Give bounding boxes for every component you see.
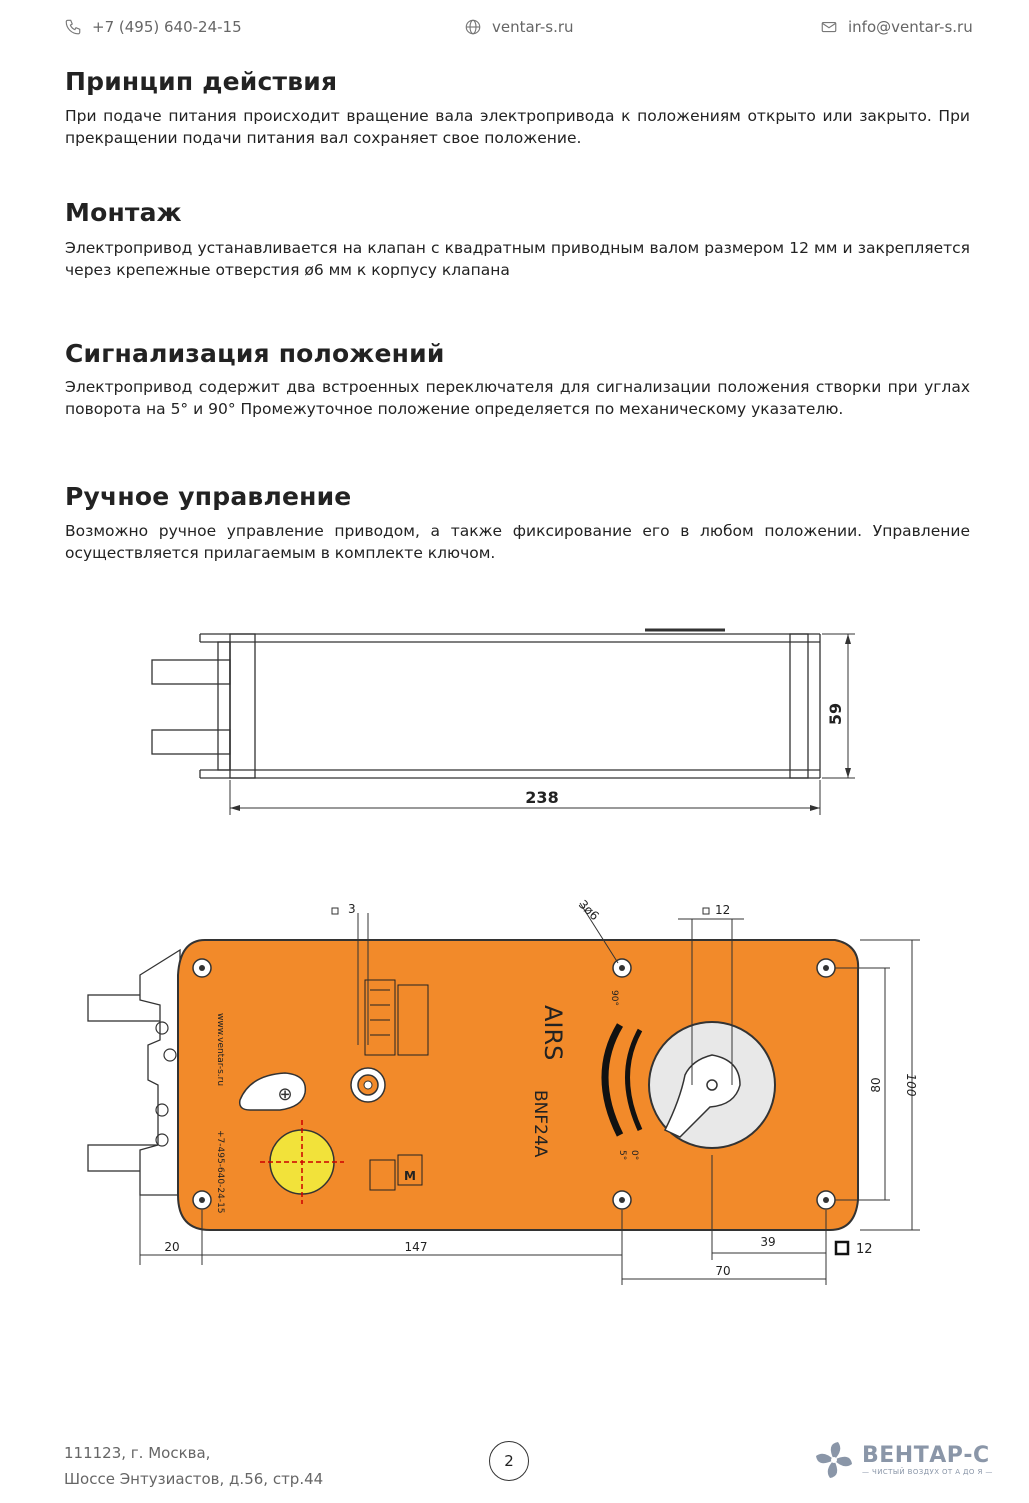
address-line-1: 111123, г. Москва, bbox=[64, 1444, 211, 1462]
address-line-2: Шоссе Энтузиастов, д.56, стр.44 bbox=[64, 1470, 324, 1488]
mounting-bracket bbox=[139, 948, 181, 1196]
motor-symbol: M bbox=[404, 1169, 416, 1183]
dim-holes: 3ø6 bbox=[576, 897, 602, 923]
mail-icon bbox=[821, 21, 837, 33]
dim-39: 39 bbox=[760, 1235, 775, 1249]
header-phone[interactable]: +7 (495) 640-24-15 bbox=[64, 18, 242, 36]
dim-height-59: 59 bbox=[826, 703, 845, 725]
dim-70: 70 bbox=[715, 1264, 730, 1278]
footer-address: 111123, г. Москва, Шоссе Энтузиастов, д.… bbox=[64, 1440, 323, 1492]
angle-5-label: 5° bbox=[617, 1150, 627, 1160]
header-email[interactable]: info@ventar-s.ru bbox=[820, 18, 973, 36]
dim-12-side: 12 bbox=[856, 1242, 873, 1257]
fan-icon bbox=[816, 1442, 852, 1478]
scale-arc-outer bbox=[601, 1023, 624, 1137]
body-phone-label: +7-495-640-24-15 bbox=[215, 1130, 225, 1214]
angle-90-label: 90° bbox=[609, 990, 619, 1006]
side-view-drawing: 59 238 bbox=[151, 628, 855, 815]
dim-100: 100 bbox=[904, 1074, 918, 1097]
body-website-label: www.ventar-s.ru bbox=[215, 1013, 225, 1086]
section-text-signaling: Электропривод содержит два встроенных пе… bbox=[65, 378, 970, 418]
section-title-manual: Ручное управление bbox=[65, 482, 352, 511]
dim-147: 147 bbox=[405, 1240, 428, 1254]
company-logo: ВЕНТАР-С — ЧИСТЫЙ ВОЗДУХ ОТ А ДО Я — bbox=[812, 1440, 993, 1480]
phone-text: +7 (495) 640-24-15 bbox=[92, 18, 242, 36]
dim-12-top: 12 bbox=[715, 903, 730, 917]
section-text-operation: При подаче питания происходит вращение в… bbox=[65, 107, 970, 147]
bracket-hole-icon bbox=[155, 1103, 169, 1117]
globe-icon bbox=[465, 19, 481, 35]
section-text-manual: Возможно ручное управление приводом, а т… bbox=[65, 522, 970, 562]
email-text: info@ventar-s.ru bbox=[848, 18, 973, 36]
bracket-hole-icon bbox=[155, 1021, 169, 1035]
bracket-hole-icon bbox=[155, 1133, 169, 1147]
page-header: +7 (495) 640-24-15 ventar-s.ru info@vent… bbox=[64, 18, 973, 40]
section-title-mounting: Монтаж bbox=[65, 198, 182, 227]
website-text: ventar-s.ru bbox=[492, 18, 574, 36]
bracket-hole-icon bbox=[163, 1048, 177, 1062]
plus-icon: ⊕ bbox=[277, 1084, 292, 1105]
top-view-drawing: www.ventar-s.ru +7-495-640-24-15 M ⊕ AIR… bbox=[87, 897, 920, 1285]
scale-arc-inner bbox=[625, 1028, 643, 1132]
section-title-operation: Принцип действия bbox=[65, 67, 338, 96]
section-text-mounting: Электропривод устанавливается на клапан … bbox=[65, 239, 970, 279]
dim-length-238: 238 bbox=[525, 788, 558, 807]
dim-20: 20 bbox=[164, 1240, 179, 1254]
dim-80: 80 bbox=[869, 1077, 883, 1092]
brand-label: AIRS bbox=[539, 1005, 567, 1060]
model-label: BNF24A bbox=[530, 1090, 550, 1158]
position-indicator bbox=[663, 1054, 741, 1138]
header-website[interactable]: ventar-s.ru bbox=[464, 18, 574, 36]
dim-3: 3 bbox=[348, 902, 356, 916]
actuator-body bbox=[177, 939, 860, 1231]
logo-name: ВЕНТАР-С bbox=[862, 1443, 990, 1468]
angle-0-label: 0° bbox=[629, 1150, 639, 1160]
section-title-signaling: Сигнализация положений bbox=[65, 339, 445, 368]
manual-slot bbox=[238, 1072, 307, 1111]
phone-icon bbox=[65, 19, 81, 35]
page-number: 2 bbox=[489, 1441, 529, 1481]
logo-tagline: — ЧИСТЫЙ ВОЗДУХ ОТ А ДО Я — bbox=[862, 1468, 993, 1476]
